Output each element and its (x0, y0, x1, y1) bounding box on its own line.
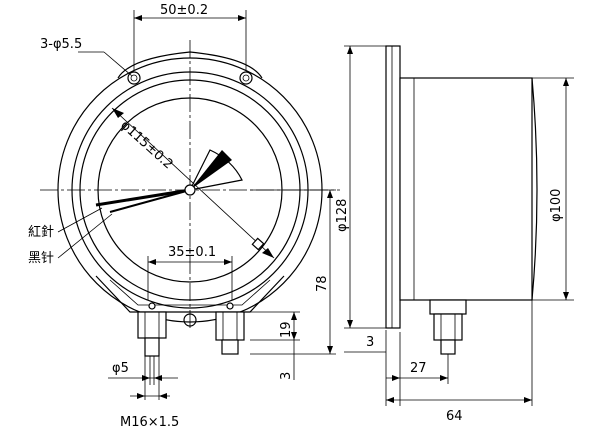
right-port-hex (215, 311, 245, 341)
right-port-tip (221, 339, 239, 355)
dim-thread: M16×1.5 (120, 415, 179, 430)
dim-depth-total: 64 (446, 409, 463, 424)
dim-port-height: 19 (279, 321, 294, 338)
dim-flange-diameter: φ128 (335, 199, 350, 232)
case-body (399, 77, 533, 301)
red-needle-sector (188, 149, 243, 191)
front-view: 50±0.2 3-φ5.5 φ115±0.2 紅針 黑针 35±0.1 (28, 3, 340, 430)
diameter-tick (251, 237, 265, 251)
case-back (531, 77, 538, 301)
mounting-hole-left-inner (130, 74, 138, 82)
dim-hole-spacing: 50±0.2 (160, 3, 208, 18)
side-port-hex (429, 299, 467, 315)
mounting-hole-right (239, 71, 253, 85)
side-view: φ128 φ100 3 27 64 (335, 45, 574, 424)
mounting-hole-left (127, 71, 141, 85)
dim-port-offset: 3 (279, 372, 294, 380)
dim-flange-offset: 3 (366, 335, 374, 350)
label-black-needle: 黑针 (28, 251, 54, 266)
black-needle (109, 189, 191, 213)
dim-port-diameter: φ5 (112, 361, 129, 376)
red-needle (190, 150, 232, 190)
diameter-dimension-line (111, 107, 275, 259)
dim-depth-inner: 27 (410, 361, 427, 376)
dim-case-diameter: φ100 (549, 189, 564, 222)
left-port-hex (137, 311, 167, 339)
dim-holes: 3-φ5.5 (40, 37, 82, 52)
left-port-thread (144, 337, 160, 357)
mounting-hole-right-inner (242, 74, 250, 82)
needle-hub (184, 184, 196, 196)
dim-port-spacing: 35±0.1 (168, 245, 216, 260)
side-port-tip (440, 339, 456, 355)
side-port-body (433, 313, 463, 341)
dim-diameter: φ115±0.2 (117, 118, 175, 173)
dim-height: 78 (315, 275, 330, 292)
label-red-needle: 紅針 (28, 225, 54, 240)
flange-plate (385, 45, 401, 329)
red-needle-tail (95, 188, 191, 207)
